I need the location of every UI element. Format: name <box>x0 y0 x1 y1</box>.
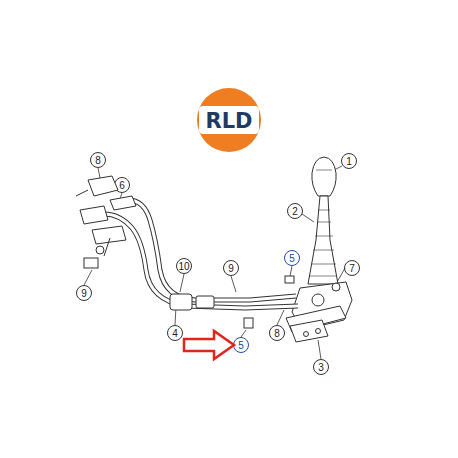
callout-number: 4 <box>172 329 178 339</box>
callout-number: 1 <box>346 157 352 167</box>
callout-number: 8 <box>95 156 101 166</box>
callout-number: 2 <box>292 207 298 217</box>
brand-logo: RLD <box>206 110 253 131</box>
callout-number: 5 <box>289 254 295 264</box>
callout-number: 3 <box>318 363 324 373</box>
callout-number: 10 <box>178 262 189 272</box>
callout-number: 6 <box>119 181 125 191</box>
callout-number: 8 <box>274 329 280 339</box>
callout-number: 9 <box>228 264 234 274</box>
callout-number: 5 <box>238 341 244 351</box>
callout-number: 7 <box>349 264 355 274</box>
callout-number: 9 <box>81 289 87 299</box>
